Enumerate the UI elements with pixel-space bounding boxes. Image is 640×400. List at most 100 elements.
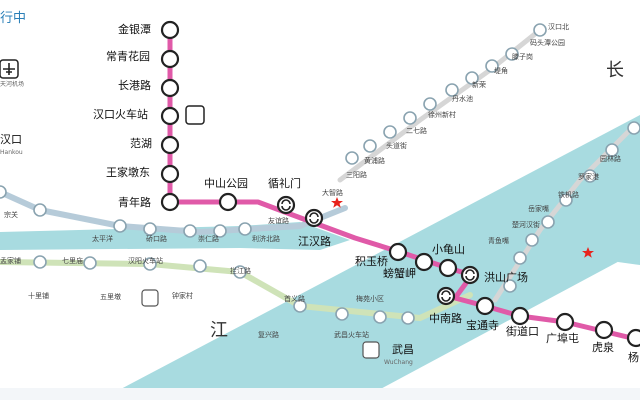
- station-label: 堤角: [494, 67, 508, 75]
- station-marker[interactable]: [626, 328, 640, 348]
- station-label: 复兴路: [258, 331, 279, 339]
- station-label: 武昌火车站: [334, 331, 369, 339]
- station-label: 汉口北: [548, 23, 569, 31]
- station-label: 黄浦路: [364, 157, 385, 165]
- wuchang-label: 武昌: [392, 343, 414, 356]
- station-label: 罗家港: [578, 173, 599, 181]
- attraction-star-icon: [331, 197, 343, 208]
- transfer-station-marker[interactable]: [436, 286, 456, 306]
- river-east: [618, 220, 640, 265]
- bottom-strip: [0, 388, 640, 400]
- station-label: 太平洋: [92, 235, 113, 243]
- station-marker[interactable]: [401, 311, 415, 325]
- station-marker[interactable]: [605, 143, 619, 157]
- station-marker[interactable]: [559, 193, 573, 207]
- faded-stations: [0, 23, 640, 325]
- station-marker[interactable]: [388, 242, 408, 262]
- station-label: 孟家铺: [0, 257, 21, 265]
- station-marker[interactable]: [160, 164, 180, 184]
- station-marker[interactable]: [445, 83, 459, 97]
- station-marker[interactable]: [160, 20, 180, 40]
- station-marker[interactable]: [160, 106, 180, 126]
- station-marker[interactable]: [414, 252, 434, 272]
- station-label: 三阳路: [346, 171, 367, 179]
- station-label: 硚口路: [146, 235, 167, 243]
- station-label: 循礼门: [268, 177, 301, 190]
- station-label: 洪山广场: [484, 271, 528, 284]
- station-label: 汉口火车站: [93, 108, 148, 121]
- station-marker[interactable]: [335, 307, 349, 321]
- river-yangtze: [100, 115, 640, 400]
- station-marker[interactable]: [293, 299, 307, 313]
- attraction-star-icon: [582, 247, 594, 258]
- wuchang-pinyin: WuChang: [384, 359, 413, 366]
- station-label: 长港路: [118, 79, 151, 92]
- station-marker[interactable]: [160, 49, 180, 69]
- airport-plane-icon: [3, 63, 15, 75]
- station-marker[interactable]: [143, 222, 157, 236]
- line2-south-stations: [218, 192, 640, 348]
- station-marker[interactable]: [238, 222, 252, 236]
- station-marker[interactable]: [510, 306, 530, 326]
- station-label: 首义路: [284, 295, 305, 303]
- station-marker[interactable]: [160, 192, 180, 212]
- station-marker[interactable]: [0, 185, 7, 199]
- transfer-station-marker[interactable]: [304, 208, 324, 228]
- station-marker[interactable]: [485, 59, 499, 73]
- station-marker[interactable]: [403, 111, 417, 125]
- station-label: 码头潭公园: [530, 39, 565, 47]
- station-marker[interactable]: [363, 139, 377, 153]
- station-marker[interactable]: [583, 169, 597, 183]
- station-marker[interactable]: [533, 23, 547, 37]
- station-marker[interactable]: [513, 251, 527, 265]
- station-label: 小龟山: [432, 243, 465, 256]
- station-marker[interactable]: [33, 203, 47, 217]
- station-marker[interactable]: [345, 151, 359, 165]
- station-marker[interactable]: [503, 279, 517, 293]
- station-marker[interactable]: [83, 256, 97, 270]
- station-marker[interactable]: [373, 310, 387, 324]
- station-marker[interactable]: [233, 265, 247, 279]
- station-marker[interactable]: [438, 258, 458, 278]
- station-label: 二七路: [406, 127, 427, 135]
- station-marker[interactable]: [160, 135, 180, 155]
- station-marker[interactable]: [193, 259, 207, 273]
- station-label: 街道口: [506, 325, 539, 338]
- station-marker[interactable]: [160, 78, 180, 98]
- station-marker[interactable]: [218, 192, 238, 212]
- station-marker[interactable]: [541, 215, 555, 229]
- transfer-station-marker[interactable]: [460, 265, 480, 285]
- station-label: 梅苑小区: [356, 295, 384, 303]
- station-marker[interactable]: [213, 224, 227, 238]
- station-marker[interactable]: [383, 125, 397, 139]
- station-marker[interactable]: [423, 97, 437, 111]
- station-label: 范湖: [130, 137, 152, 150]
- station-marker[interactable]: [465, 71, 479, 85]
- transfer-station-marker[interactable]: [276, 195, 296, 215]
- station-label: 常青花园: [106, 50, 150, 63]
- station-label: 杨: [628, 351, 639, 364]
- header-title-partial: 行中: [0, 11, 27, 26]
- station-label: 螃蟹岬: [383, 267, 416, 280]
- station-marker[interactable]: [525, 233, 539, 247]
- station-marker[interactable]: [627, 121, 640, 135]
- station-marker[interactable]: [143, 257, 157, 271]
- station-label: 头道街: [386, 142, 407, 150]
- station-label: 宝通寺: [466, 319, 499, 332]
- station-label: 青年路: [118, 196, 151, 209]
- station-label: 崇仁路: [198, 235, 219, 243]
- station-label: 中山公园: [204, 177, 248, 190]
- station-label: 积玉桥: [355, 255, 388, 268]
- station-marker[interactable]: [555, 312, 575, 332]
- station-marker[interactable]: [183, 224, 197, 238]
- hankou-label: 汉口: [0, 133, 22, 146]
- station-marker[interactable]: [33, 255, 47, 269]
- station-label: 滕子岗: [512, 53, 533, 61]
- station-marker[interactable]: [113, 219, 127, 233]
- station-label: 宗关: [4, 211, 18, 219]
- station-marker[interactable]: [594, 320, 614, 340]
- station-marker[interactable]: [475, 296, 495, 316]
- station-marker[interactable]: [505, 47, 519, 61]
